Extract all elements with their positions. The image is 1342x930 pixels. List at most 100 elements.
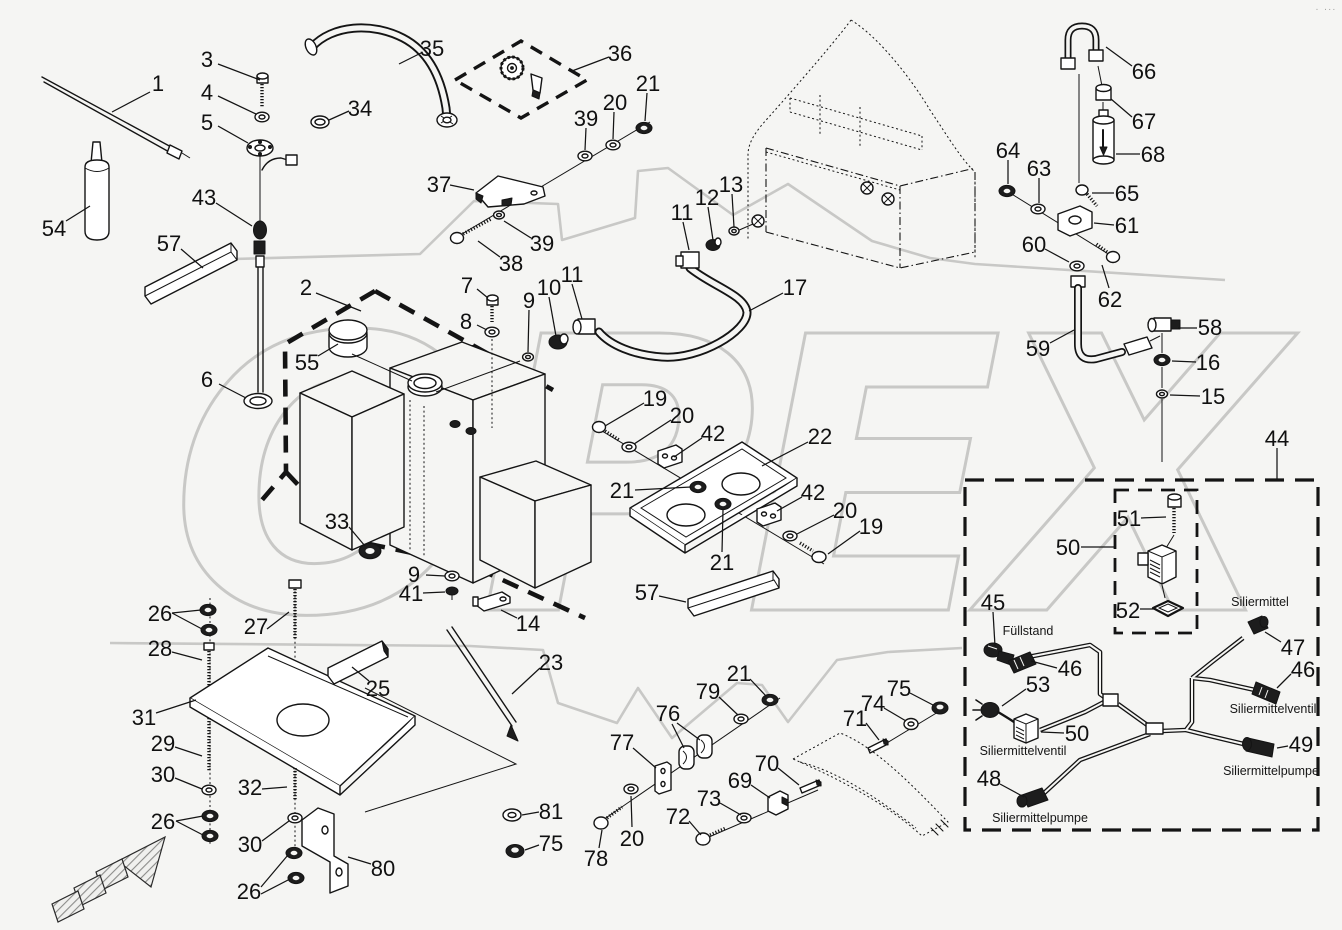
leader-line (707, 206, 714, 241)
part-number-label: 7 (461, 273, 473, 298)
part-number-label: 8 (460, 309, 472, 334)
part-check-valve-68 (1092, 109, 1115, 165)
leader-line (1105, 46, 1133, 67)
part-number-label: 34 (348, 96, 372, 121)
leader-line (604, 402, 645, 427)
part-number-label: 80 (371, 856, 395, 881)
part-number-label: 63 (1027, 156, 1051, 181)
part-number-label: 48 (977, 766, 1001, 791)
leader-line (548, 296, 557, 337)
part-bolt-19a (591, 420, 620, 442)
part-cap-kit-box-36 (451, 39, 591, 120)
part-bracket-37 (461, 121, 651, 235)
part-frame-plate-31 (189, 647, 416, 796)
leader-line (65, 205, 91, 222)
leader-line (571, 56, 610, 72)
part-number-label: 35 (420, 36, 444, 61)
part-level-sensor-43 (253, 154, 298, 393)
leader-line (500, 609, 518, 619)
part-number-label: 70 (755, 751, 779, 776)
leader-line (748, 292, 784, 312)
part-number-label: 29 (151, 731, 175, 756)
leader-line (217, 125, 249, 144)
leader-line (633, 419, 672, 445)
leader-line (634, 486, 692, 491)
leader-line (347, 856, 372, 865)
leader-line (348, 526, 366, 547)
leader-line (425, 574, 446, 577)
part-number-label: 10 (537, 275, 561, 300)
part-valve-connector-50b (1013, 713, 1039, 744)
part-number-label: 76 (656, 701, 680, 726)
leader-line (1276, 745, 1289, 749)
part-number-label: 72 (666, 804, 690, 829)
part-plate-57-bottom (687, 570, 780, 617)
part-group-72-70 (695, 779, 822, 846)
part-number-label: 16 (1196, 350, 1220, 375)
leader-line (1030, 660, 1058, 669)
part-hose-59 (1070, 275, 1161, 364)
part-number-label: 74 (861, 691, 885, 716)
leader-line (180, 248, 204, 269)
part-number-label: 30 (151, 762, 175, 787)
part-number-label: 47 (1281, 635, 1305, 660)
leader-line (796, 514, 835, 535)
leader-line (1049, 329, 1075, 344)
part-nut-67 (1095, 83, 1112, 116)
leader-line (749, 678, 767, 697)
leader-line (1110, 98, 1133, 118)
part-number-label: 3 (201, 47, 213, 72)
leader-line (171, 651, 203, 661)
part-nut-21a (635, 121, 653, 135)
part-washer-39a (577, 150, 593, 162)
part-number-label: 67 (1132, 109, 1156, 134)
part-number-label: 64 (996, 138, 1020, 163)
part-nut-21d (714, 497, 732, 511)
part-number-label: 57 (635, 580, 659, 605)
part-number-label: 79 (696, 679, 720, 704)
part-number-label: 39 (530, 231, 554, 256)
part-number-label: 78 (584, 846, 608, 871)
machine-deflector-outline (791, 732, 949, 837)
leader-line (1140, 516, 1167, 519)
part-number-label: 12 (695, 185, 719, 210)
part-number-label: 38 (499, 251, 523, 276)
part-clip-42b (756, 502, 782, 527)
leader-line (1001, 688, 1027, 707)
part-connector-49 (1242, 737, 1275, 758)
part-seal-ring-34 (310, 115, 330, 129)
part-tray-22-group (591, 420, 827, 565)
part-nut-33 (358, 542, 382, 560)
part-connector-53 (972, 699, 1016, 724)
part-connector-48 (1016, 787, 1049, 808)
screw-marks (751, 181, 895, 228)
part-number-label: 33 (325, 509, 349, 534)
leader-line (218, 383, 247, 399)
corner-mark: · ··· (1315, 6, 1336, 14)
part-number-label: 25 (366, 676, 390, 701)
part-text-label: Siliermittel (1231, 595, 1289, 609)
leader-line (476, 324, 488, 331)
leader-line (1101, 264, 1110, 289)
part-bolt-19b (799, 541, 827, 564)
part-number-label: 66 (1132, 59, 1156, 84)
part-gasket-52 (1151, 599, 1185, 618)
part-clip-42a (657, 444, 683, 469)
part-valve-50 (1137, 534, 1177, 599)
part-number-label: 21 (710, 550, 734, 575)
part-number-label: 42 (701, 421, 725, 446)
machine-body-outline (736, 19, 976, 269)
leader-line (477, 240, 501, 258)
part-text-label: Siliermittelventil (1230, 702, 1317, 716)
leader-line (1093, 222, 1115, 226)
part-number-label: 81 (539, 799, 563, 824)
part-number-label: 19 (643, 386, 667, 411)
part-rod-23 (364, 626, 519, 813)
opex-watermark: OPEX (109, 166, 1313, 740)
part-number-label: 57 (157, 231, 181, 256)
part-number-label: 58 (1198, 315, 1222, 340)
leader-line (644, 92, 648, 122)
part-number-label: 51 (1117, 506, 1141, 531)
